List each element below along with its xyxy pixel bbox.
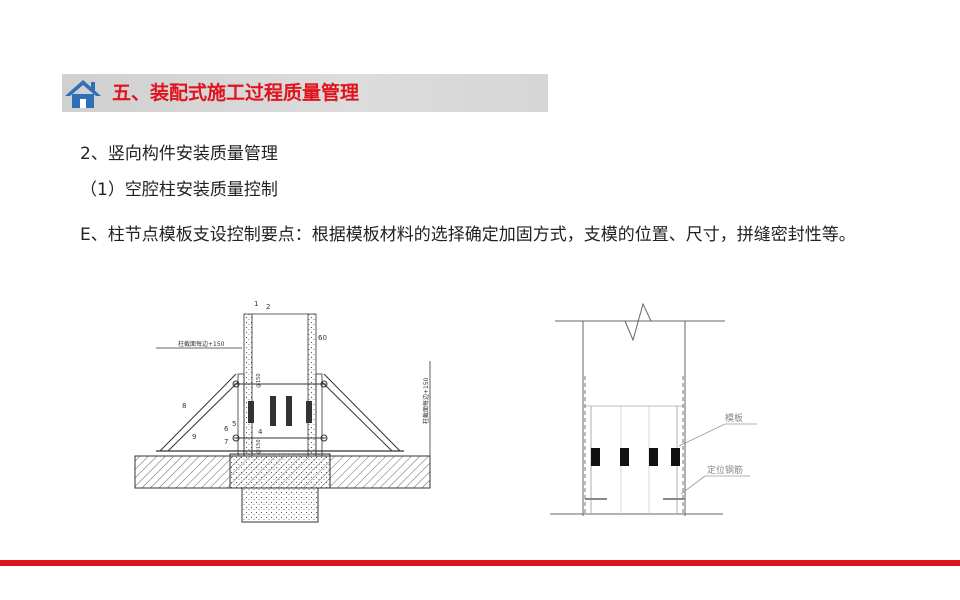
section-title: 五、装配式施工过程质量管理 <box>112 82 360 104</box>
footer-red-rule <box>0 560 960 566</box>
column-formwork-elevation-drawing: 模板 定位钢筋 <box>550 302 757 516</box>
label-2: 2 <box>266 303 270 311</box>
label-1: 1 <box>254 300 258 308</box>
home-icon <box>65 80 101 108</box>
section-header-bar <box>62 74 548 112</box>
label-7: 7 <box>224 438 228 446</box>
label-8: 8 <box>182 402 186 410</box>
label-5: 5 <box>232 420 236 428</box>
subheading-vertical-members: 2、竖向构件安装质量管理 <box>80 144 278 164</box>
label-dim-small-1: @150 <box>256 373 262 388</box>
column-joint-formwork-drawing: 1 2 60 柱截面每边+150 柱截面每边+150 @150 @150 8 9… <box>134 300 431 523</box>
label-60: 60 <box>318 334 327 342</box>
label-note-right: 柱截面每边+150 <box>422 377 430 424</box>
label-9: 9 <box>192 433 196 441</box>
label-note-left: 柱截面每边+150 <box>178 340 225 348</box>
label-formwork: 模板 <box>725 412 743 424</box>
label-4: 4 <box>258 428 263 436</box>
label-6: 6 <box>224 425 229 433</box>
subheading-hollow-column: （1）空腔柱安装质量控制 <box>80 180 278 200</box>
label-positioning-rebar: 定位钢筋 <box>707 464 743 476</box>
paragraph-formwork-points: E、柱节点模板支设控制要点：根据模板材料的选择确定加固方式，支模的位置、尺寸，拼… <box>80 225 856 245</box>
label-dim-small-2: @150 <box>256 439 262 454</box>
